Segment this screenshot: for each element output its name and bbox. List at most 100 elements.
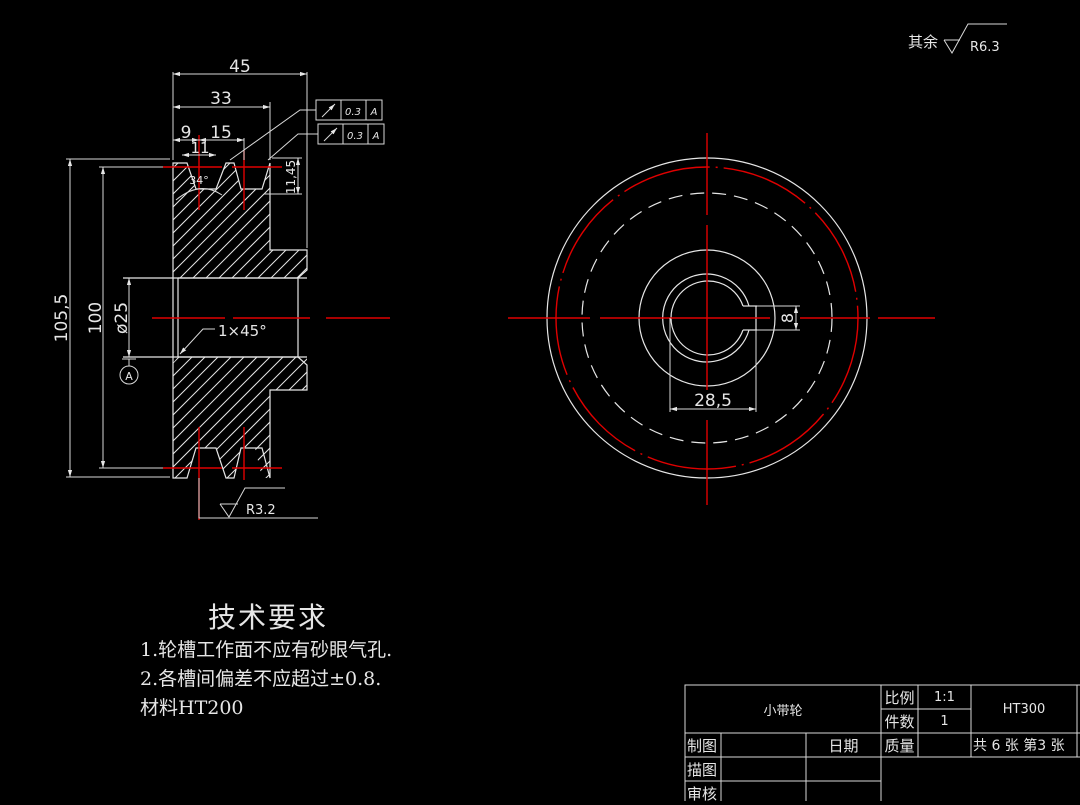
hatch-line (247, 163, 307, 280)
tol-value: 0.3 (345, 107, 361, 118)
dim-keyway-depth: 28,5 (694, 391, 732, 411)
hatch-line (173, 163, 257, 280)
hatch-line (203, 355, 307, 478)
hatch-line (182, 163, 307, 280)
runout-icon (321, 103, 336, 118)
hatch-line (190, 355, 307, 478)
hatch-line (313, 150, 503, 340)
dim-chamfer: 1×45° (218, 322, 267, 340)
hatch-line (173, 355, 307, 478)
hatch-line (208, 163, 307, 280)
hatch-line (173, 355, 179, 478)
hatch-line (173, 163, 270, 280)
hatch-line (334, 345, 529, 540)
surface-finish-icon (943, 23, 1007, 54)
section-outline-lower (172, 356, 308, 479)
hatch-line (286, 163, 307, 280)
hatch-line (365, 150, 555, 340)
dim-groove-depth: 11,45 (284, 160, 298, 194)
hatch-line (352, 150, 542, 340)
scale-value: 1:1 (934, 689, 955, 705)
tol-leader-2 (267, 133, 318, 161)
hatch-line (173, 163, 244, 280)
hatch-line (268, 355, 307, 478)
sheet-info: 共 6 张 第3 张 (973, 738, 1065, 754)
dim-groove-pitch: 15 (210, 123, 232, 143)
hatch-line (173, 355, 205, 478)
hatch-line (173, 355, 244, 478)
quantity-value: 1 (940, 713, 949, 729)
hatch-line (0, 345, 100, 540)
hatch-line (281, 355, 307, 478)
hatch-line (173, 355, 218, 478)
dim-outer-diameter: 105,5 (52, 294, 72, 343)
hatch-line (360, 345, 555, 540)
tolerance-frame-1: 0.3 A (315, 99, 383, 121)
hatch-line (234, 163, 307, 280)
tol-leader-1 (229, 109, 316, 161)
angle-arc (175, 188, 223, 201)
scale-label: 比例 (884, 688, 915, 707)
dim-keyway-width: 8 (778, 313, 797, 323)
hatch-line (0, 345, 126, 540)
note-line: 2.各槽间偏差不应超过±0.8. (140, 668, 382, 690)
hatch-line (173, 355, 257, 478)
datum-circle (119, 365, 139, 385)
mass-label: 质量 (884, 736, 915, 755)
hatch-line (173, 355, 307, 478)
hatch-line (173, 163, 307, 280)
tolerance-frame-2: 0.3 A (317, 123, 385, 145)
hatch-line (273, 163, 307, 280)
title-block-grid (684, 684, 1080, 801)
quantity-label: 件数 (884, 712, 915, 731)
hatch-line (347, 345, 542, 540)
section-hatch-upper (0, 150, 555, 340)
hatch-line (221, 163, 307, 280)
hatch-line (0, 150, 100, 340)
traced-label: 描图 (687, 760, 718, 779)
hatch-line (173, 355, 307, 478)
hatch-line (321, 345, 516, 540)
front-view: 28,5 8 (508, 133, 935, 505)
material: HT300 (1002, 701, 1046, 717)
part-name: 小带轮 (763, 703, 803, 719)
checked-label: 审核 (687, 784, 718, 803)
datum-label: A (125, 370, 133, 383)
note-line: 1.轮槽工作面不应有砂眼气孔. (140, 639, 393, 661)
hatch-line (173, 355, 192, 478)
general-surface-finish: 其余 R6.3 (908, 23, 1007, 55)
hatch-line (0, 150, 165, 340)
section-hatch-lower (0, 345, 555, 540)
hatch-line (173, 355, 283, 478)
drawn-label: 制图 (687, 736, 718, 755)
dim-pitch-diameter: 100 (86, 302, 106, 334)
hatch-line (0, 345, 113, 540)
groove-surface-finish: R3.2 (198, 478, 318, 519)
section-view: 45 33 9 15 11 34° 11,45 105,5 100 ø25 (0, 57, 555, 540)
date-label: 日期 (828, 736, 859, 755)
tol-value: 0.3 (347, 131, 363, 142)
hatch-line (326, 150, 516, 340)
dim-groove-top-width: 11 (190, 139, 209, 157)
surface-finish-icon (219, 487, 285, 518)
hatch-line (339, 150, 529, 340)
hatch-line (173, 163, 218, 280)
finish-value: R3.2 (246, 503, 276, 518)
hatch-line (173, 163, 205, 280)
hatch-line (255, 355, 307, 478)
hatch-line (173, 163, 307, 280)
dim-hub-width: 33 (210, 89, 232, 109)
hatch-line (173, 355, 270, 478)
dim-overall-width: 45 (229, 57, 251, 77)
hatch-line (173, 355, 307, 478)
finish-value: R6.3 (970, 40, 1000, 55)
hatch-line (308, 345, 503, 540)
dim-groove-angle: 34° (189, 174, 209, 187)
dim-groove-offset: 9 (181, 123, 192, 143)
notes-title: 技术要求 (208, 601, 329, 634)
hatch-line (173, 355, 231, 478)
hatch-line (173, 355, 296, 478)
technical-requirements: 技术要求 1.轮槽工作面不应有砂眼气孔. 2.各槽间偏差不应超过±0.8. 材料… (140, 596, 392, 723)
section-outline-upper (172, 162, 308, 279)
